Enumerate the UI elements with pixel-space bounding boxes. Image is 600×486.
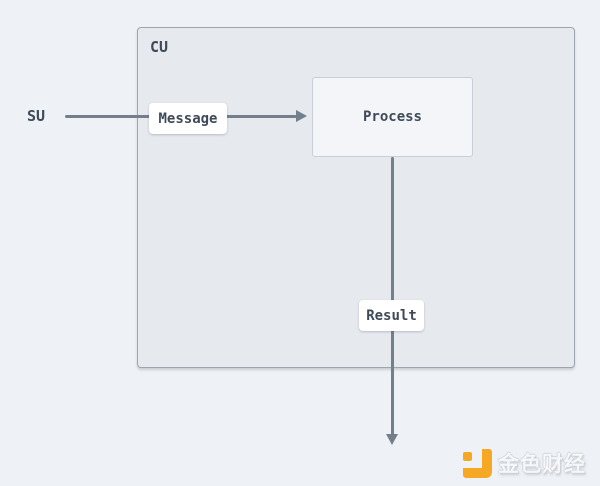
watermark-brand-text: 金色财经 [498,452,586,476]
arrow-down-icon [386,434,398,445]
result-edge-line [391,157,394,436]
message-edge-label: Message [149,103,227,134]
watermark: 金色财经 [463,448,586,478]
jinse-logo-icon [463,448,492,478]
arrow-right-icon [296,110,307,122]
node-process: Process [312,77,473,157]
result-edge-label: Result [359,300,424,331]
container-cu-label: CU [150,38,169,56]
actor-su-label: SU [27,107,46,125]
node-process-label: Process [362,109,422,125]
